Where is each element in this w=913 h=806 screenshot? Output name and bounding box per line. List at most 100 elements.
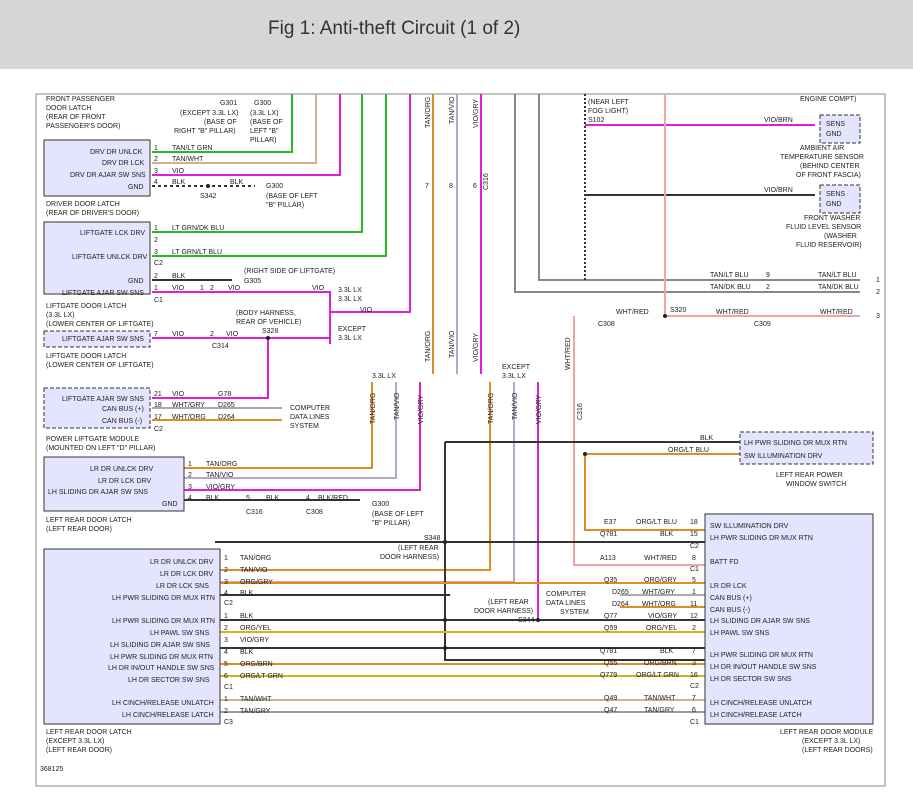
power-liftgate-module-box (43, 387, 151, 429)
svg-text:TAN/VIO: TAN/VIO (512, 392, 519, 420)
svg-text:1: 1 (154, 285, 158, 292)
svg-text:3.3L LX: 3.3L LX (338, 296, 362, 303)
svg-text:DATA LINES: DATA LINES (290, 414, 330, 421)
wire-tan-wht (152, 94, 317, 164)
svg-text:3.3L LX: 3.3L LX (338, 335, 362, 342)
wire-tan-lt-blu (538, 94, 770, 281)
svg-text:SENS: SENS (826, 121, 845, 128)
svg-text:FLUID LEVEL SENSOR: FLUID LEVEL SENSOR (786, 224, 861, 231)
svg-text:2: 2 (210, 285, 214, 292)
svg-text:LIFTGATE LCK DRV: LIFTGATE LCK DRV (80, 230, 145, 237)
lr-door-module-box (704, 513, 874, 725)
svg-text:LR DR UNLCK DRV: LR DR UNLCK DRV (150, 559, 214, 566)
svg-text:C309: C309 (754, 321, 771, 328)
svg-text:TAN/VIO: TAN/VIO (240, 567, 268, 574)
svg-text:2: 2 (154, 273, 158, 280)
svg-text:LR DR UNLCK DRV: LR DR UNLCK DRV (90, 466, 154, 473)
svg-text:1: 1 (692, 589, 696, 596)
lr-door-latch-top-box (43, 456, 185, 512)
svg-text:BLK: BLK (700, 435, 714, 442)
svg-text:FRONT WASHER: FRONT WASHER (804, 215, 860, 222)
figure-id: 368125 (40, 766, 63, 773)
svg-text:BLK: BLK (660, 648, 674, 655)
svg-text:WHT/GRY: WHT/GRY (642, 589, 675, 596)
svg-text:TAN/WHT: TAN/WHT (240, 696, 272, 703)
svg-text:C2: C2 (690, 543, 699, 550)
svg-text:17: 17 (154, 414, 162, 421)
svg-text:WHT/RED: WHT/RED (820, 309, 853, 316)
svg-text:2: 2 (224, 567, 228, 574)
svg-text:7: 7 (425, 183, 429, 190)
svg-text:TEMPERATURE SENSOR: TEMPERATURE SENSOR (780, 154, 864, 161)
svg-text:GND: GND (162, 501, 178, 508)
svg-text:TAN/LT BLU: TAN/LT BLU (710, 272, 749, 279)
svg-text:LEFT REAR POWER: LEFT REAR POWER (776, 472, 843, 479)
svg-text:(BASE OF: (BASE OF (204, 119, 237, 126)
svg-text:LH CINCH/RELEASE UNLATCH: LH CINCH/RELEASE UNLATCH (112, 700, 214, 707)
svg-text:G300: G300 (266, 183, 283, 190)
wire-org-lt-blu (584, 454, 705, 531)
svg-text:LT GRN/DK BLU: LT GRN/DK BLU (172, 225, 224, 232)
svg-text:VIO/GRY: VIO/GRY (206, 484, 235, 491)
svg-text:ORG/LT BLU: ORG/LT BLU (668, 447, 709, 454)
svg-text:TAN/ORG: TAN/ORG (370, 393, 377, 424)
svg-text:4: 4 (154, 179, 158, 186)
svg-text:DRV DR LCK: DRV DR LCK (102, 160, 145, 167)
svg-text:G300: G300 (372, 501, 389, 508)
svg-text:3: 3 (154, 168, 158, 175)
svg-text:TAN/VIO: TAN/VIO (206, 472, 234, 479)
svg-text:2: 2 (876, 289, 880, 296)
svg-text:CAN BUS (-): CAN BUS (-) (710, 607, 750, 614)
svg-text:CAN BUS (+): CAN BUS (+) (102, 406, 144, 413)
svg-text:ORG/GRY: ORG/GRY (644, 577, 677, 584)
svg-text:(NEAR LEFT: (NEAR LEFT (588, 99, 630, 106)
svg-text:WHT/ORG: WHT/ORG (172, 414, 206, 421)
wire-tan-org-bottom (215, 382, 491, 571)
svg-text:WHT/RED: WHT/RED (644, 555, 677, 562)
svg-text:4: 4 (224, 649, 228, 656)
svg-text:WHT/RED: WHT/RED (565, 337, 572, 370)
wire-tan-org-lr (152, 382, 373, 469)
svg-text:TAN/WHT: TAN/WHT (644, 695, 676, 702)
svg-text:LH CINCH/RELEASE LATCH: LH CINCH/RELEASE LATCH (710, 712, 802, 719)
svg-text:(BODY HARNESS,: (BODY HARNESS, (236, 310, 296, 317)
svg-text:LEFT "B": LEFT "B" (250, 128, 279, 135)
svg-text:C316: C316 (577, 403, 584, 420)
svg-text:TAN/ORG: TAN/ORG (425, 331, 432, 362)
svg-text:(BEHIND CENTER: (BEHIND CENTER (800, 163, 860, 170)
svg-text:LEFT REAR DOOR LATCH: LEFT REAR DOOR LATCH (46, 729, 132, 736)
svg-text:LH PAWL SW SNS: LH PAWL SW SNS (150, 630, 210, 637)
svg-text:TAN/LT BLU: TAN/LT BLU (818, 272, 857, 279)
svg-text:(LEFT REAR DOOR): (LEFT REAR DOOR) (46, 747, 112, 754)
svg-text:2: 2 (154, 156, 158, 163)
svg-text:C1: C1 (690, 566, 699, 573)
svg-text:BLK: BLK (240, 649, 254, 656)
svg-text:SYSTEM: SYSTEM (290, 423, 319, 430)
svg-text:LIFTGATE DOOR LATCH: LIFTGATE DOOR LATCH (46, 353, 126, 360)
svg-text:GND: GND (128, 278, 144, 285)
svg-text:ORG/GRY: ORG/GRY (240, 579, 273, 586)
svg-text:LH SLIDING DR AJAR SW SNS: LH SLIDING DR AJAR SW SNS (48, 489, 148, 496)
svg-text:BLK/RED: BLK/RED (318, 495, 348, 502)
wire-vio-s328 (152, 337, 269, 399)
svg-text:LR DR LCK DRV: LR DR LCK DRV (98, 478, 151, 485)
svg-text:BLK: BLK (266, 495, 280, 502)
svg-text:LH PWR SLIDING DR MUX RTN: LH PWR SLIDING DR MUX RTN (710, 652, 813, 659)
svg-text:Q47: Q47 (604, 707, 617, 714)
svg-text:LH PAWL SW SNS: LH PAWL SW SNS (710, 630, 770, 637)
diagram-border (35, 93, 886, 787)
svg-text:1: 1 (224, 613, 228, 620)
svg-text:FOG LIGHT): FOG LIGHT) (588, 108, 628, 115)
svg-text:(REAR OF FRONT: (REAR OF FRONT (46, 114, 106, 121)
svg-text:3: 3 (224, 579, 228, 586)
svg-text:FRONT PASSENGER: FRONT PASSENGER (46, 96, 115, 103)
svg-text:LH PWR SLIDING DR MUX RTN: LH PWR SLIDING DR MUX RTN (110, 654, 213, 661)
svg-text:12: 12 (690, 613, 698, 620)
svg-text:(3.3L LX): (3.3L LX) (250, 110, 279, 117)
svg-text:DRV DR UNLCK: DRV DR UNLCK (90, 149, 143, 156)
svg-text:VIO/GRY: VIO/GRY (418, 395, 425, 424)
svg-text:(LEFT REAR DOOR): (LEFT REAR DOOR) (46, 526, 112, 533)
svg-text:LH SLIDING DR AJAR SW SNS: LH SLIDING DR AJAR SW SNS (710, 618, 810, 625)
wire-tan-lt-grn (152, 94, 293, 153)
svg-text:6: 6 (692, 707, 696, 714)
